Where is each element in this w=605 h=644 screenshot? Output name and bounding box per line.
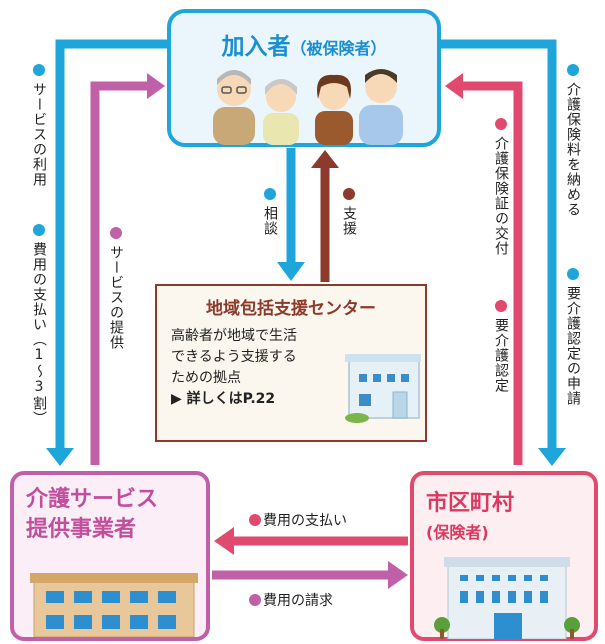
arrow-service-provision xyxy=(90,81,150,465)
arrowhead-service-use xyxy=(46,448,74,466)
center-title: 地域包括支援センター xyxy=(206,299,376,319)
certification-application-text: 要介護認定の申請 xyxy=(565,286,581,406)
consultation-text: 相談 xyxy=(262,206,278,236)
city-hall-building-icon xyxy=(434,557,580,639)
blue-dot-icon xyxy=(33,64,45,76)
provider-title: 介護サービス 提供事業者 xyxy=(26,485,158,545)
center-line-3: ための拠点 xyxy=(171,370,241,386)
arrow-premium xyxy=(441,39,557,452)
label-support: 支援 xyxy=(341,188,357,236)
label-certification-application: 要介護認定の申請 xyxy=(565,268,581,406)
cost-payment-text: 費用の支払い（1〜3割） xyxy=(31,242,47,426)
brown-dot-icon xyxy=(343,188,355,200)
care-certification-text: 要介護認定 xyxy=(493,318,509,393)
label-insurance-card: 介護保険証の交付 xyxy=(493,118,509,256)
arrowhead-consultation xyxy=(277,262,305,281)
center-line-2: できるよう支援する xyxy=(171,349,297,365)
member-title: 加入者（被保険者） xyxy=(171,27,437,61)
purple-dot-icon xyxy=(249,594,261,606)
label-cost-payment: 費用の支払い（1〜3割） xyxy=(31,224,47,426)
purple-dot-icon xyxy=(110,227,122,239)
arrowhead-payment xyxy=(214,527,234,555)
community-support-center-box: 地域包括支援センター 高齢者が地域で生活 できるよう支援する ための拠点 ▶ 詳… xyxy=(155,284,427,442)
arrow-service-use xyxy=(55,39,167,452)
pink-dot-icon xyxy=(495,300,507,312)
label-consultation: 相談 xyxy=(262,188,278,236)
member-subtitle: （被保険者） xyxy=(290,39,387,58)
arrowhead-support xyxy=(311,150,339,168)
arrow-insurance-card xyxy=(460,81,523,465)
provider-title-line-1: 介護サービス xyxy=(26,487,159,512)
label-pay-premium: 介護保険料を納める xyxy=(565,64,581,217)
label-service-use: サービスの利用 xyxy=(31,64,47,187)
pink-dot-icon xyxy=(495,118,507,130)
label-payment-to-provider: 費用の支払い xyxy=(249,510,347,530)
provider-building-icon xyxy=(30,573,198,637)
arrowhead-service-provision xyxy=(147,73,165,99)
provider-title-line-2: 提供事業者 xyxy=(26,517,137,542)
care-service-provider-box: 介護サービス 提供事業者 xyxy=(10,471,210,641)
blue-dot-icon xyxy=(264,188,276,200)
blue-dot-icon xyxy=(567,268,579,280)
payment-to-provider-text: 費用の支払い xyxy=(263,513,347,529)
arrowhead-premium xyxy=(538,448,566,466)
label-billing: 費用の請求 xyxy=(249,590,333,610)
blue-dot-icon xyxy=(567,64,579,76)
label-care-certification: 要介護認定 xyxy=(493,300,509,393)
service-use-text: サービスの利用 xyxy=(31,82,47,187)
municipality-box: 市区町村 (保険者) xyxy=(410,471,598,641)
arrowhead-insurance-card xyxy=(445,73,463,99)
pink-dot-icon xyxy=(249,514,261,526)
insurance-card-text: 介護保険証の交付 xyxy=(493,136,509,256)
member-box: 加入者（被保険者） xyxy=(167,9,441,147)
pay-premium-text: 介護保険料を納める xyxy=(565,82,581,217)
blue-dot-icon xyxy=(33,224,45,236)
elderly-people-illustration xyxy=(213,69,403,145)
support-text: 支援 xyxy=(341,206,357,236)
member-title-text: 加入者 xyxy=(221,34,291,60)
center-building-icon xyxy=(345,354,421,423)
details-link[interactable]: ▶ 詳しくはP.22 xyxy=(171,391,276,407)
service-provision-text: サービスの提供 xyxy=(108,245,124,350)
center-line-1: 高齢者が地域で生活 xyxy=(171,328,297,344)
center-description: 高齢者が地域で生活 できるよう支援する ための拠点 ▶ 詳しくはP.22 xyxy=(171,326,351,410)
municipality-title: 市区町村 xyxy=(426,491,515,516)
billing-text: 費用の請求 xyxy=(263,593,333,609)
municipality-subtitle: (保険者) xyxy=(426,523,489,542)
arrowhead-billing xyxy=(388,561,408,589)
label-service-provision: サービスの提供 xyxy=(108,227,124,350)
